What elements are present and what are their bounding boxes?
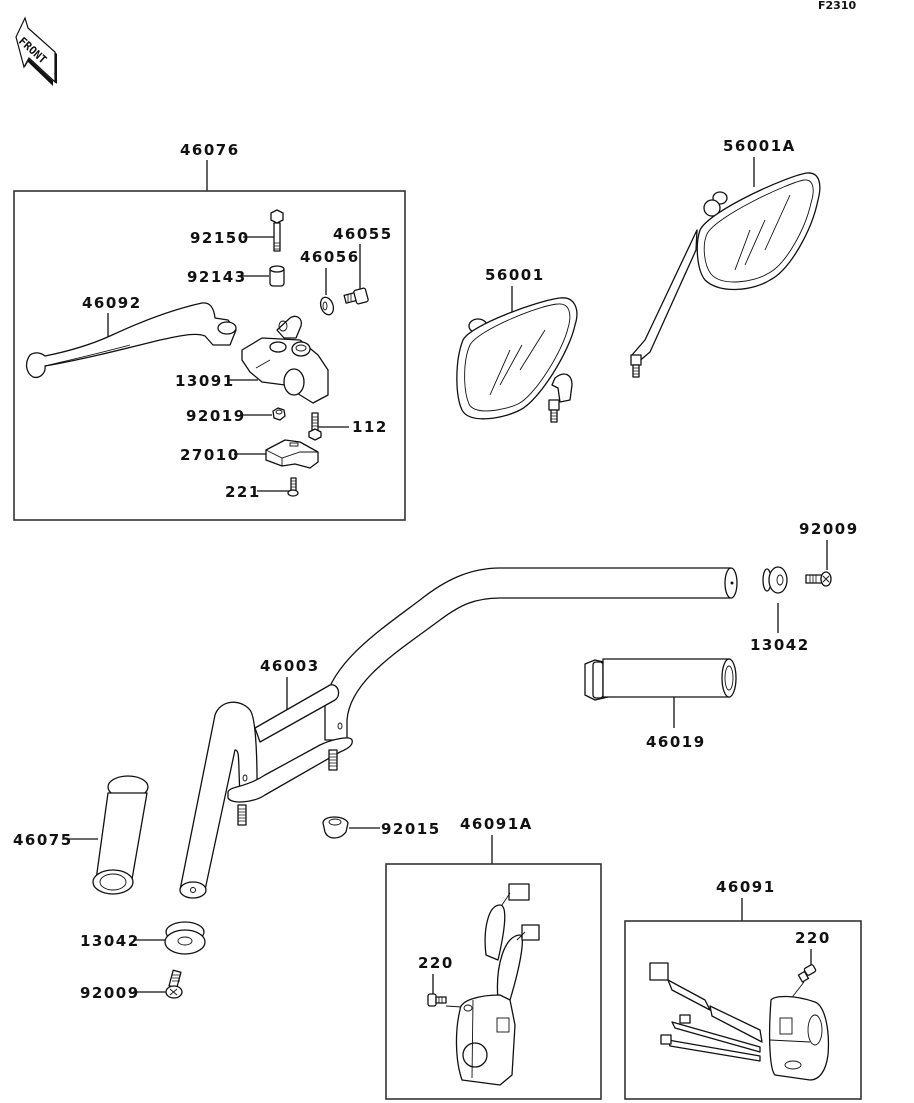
- bolt-112: [308, 412, 322, 441]
- handlebar-46003: [179, 567, 738, 899]
- label-56001[interactable]: 56001: [485, 266, 545, 284]
- bar-end-weight-13042-left: [164, 921, 206, 955]
- label-46092[interactable]: 46092: [82, 294, 142, 312]
- front-arrow-icon: FRONT: [15, 16, 57, 86]
- label-220-right[interactable]: 220: [795, 929, 831, 947]
- bracket-13091: [241, 315, 329, 404]
- label-220-left[interactable]: 220: [418, 954, 454, 972]
- brake-switch-27010: [265, 439, 319, 469]
- label-46056[interactable]: 46056: [300, 248, 360, 266]
- screw-92009-right: [805, 571, 832, 587]
- lever-46092: [25, 302, 237, 379]
- throttle-grip-46019: [584, 658, 737, 701]
- label-112[interactable]: 112: [352, 418, 388, 436]
- screw-220-left: [427, 993, 463, 1008]
- label-92150[interactable]: 92150: [190, 229, 250, 247]
- diagram-code: F2310: [818, 0, 856, 12]
- label-46003[interactable]: 46003: [260, 657, 320, 675]
- handlebar-switch-46091: [649, 962, 830, 1081]
- locknut-46056: [319, 296, 335, 316]
- collar-92143: [269, 265, 285, 287]
- label-46075[interactable]: 46075: [13, 831, 73, 849]
- label-27010[interactable]: 27010: [180, 446, 240, 464]
- handlebar-switch-46091A: [455, 883, 540, 1086]
- label-56001A[interactable]: 56001A: [723, 137, 796, 155]
- label-13042-right[interactable]: 13042: [750, 636, 810, 654]
- mirror-56001: [456, 297, 578, 423]
- bar-end-weight-13042-right: [762, 566, 788, 594]
- label-46019[interactable]: 46019: [646, 733, 706, 751]
- switch-left-box: [385, 863, 602, 1100]
- mirror-56001A: [630, 172, 821, 378]
- label-221[interactable]: 221: [225, 483, 261, 501]
- label-46055[interactable]: 46055: [333, 225, 393, 243]
- screw-220-right: [789, 964, 817, 1001]
- label-46091A[interactable]: 46091A: [460, 815, 533, 833]
- switch-right-box: [624, 920, 862, 1100]
- label-92009-left[interactable]: 92009: [80, 984, 140, 1002]
- label-46091[interactable]: 46091: [716, 878, 776, 896]
- lever-assembly-box: [13, 190, 406, 521]
- label-92143[interactable]: 92143: [187, 268, 247, 286]
- bolt-92150: [270, 209, 284, 252]
- screw-221: [287, 477, 299, 497]
- nut-92015: [322, 816, 349, 839]
- adjuster-46055: [343, 287, 369, 305]
- label-92019[interactable]: 92019: [186, 407, 246, 425]
- nut-92019: [272, 407, 286, 421]
- grip-46075: [92, 775, 149, 895]
- label-13091[interactable]: 13091: [175, 372, 235, 390]
- label-92015[interactable]: 92015: [381, 820, 441, 838]
- screw-92009-left: [165, 969, 183, 999]
- label-46076[interactable]: 46076: [180, 141, 240, 159]
- label-92009-right[interactable]: 92009: [799, 520, 859, 538]
- label-13042-left[interactable]: 13042: [80, 932, 140, 950]
